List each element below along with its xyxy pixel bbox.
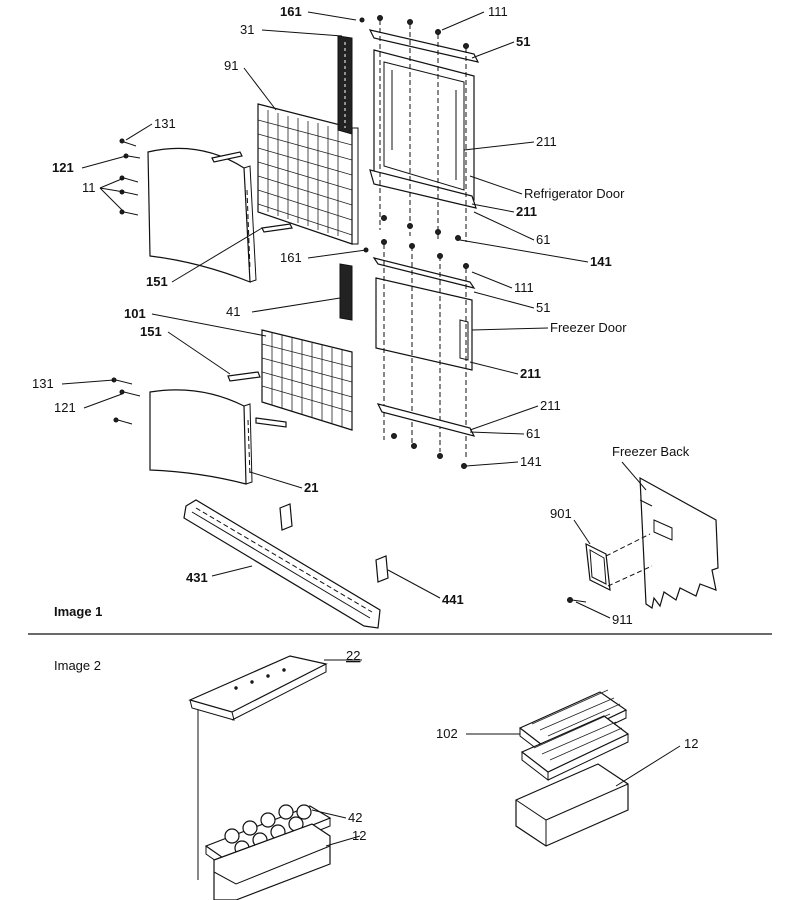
refrigerator-door-frame: [359, 15, 480, 242]
callout-901: 901: [550, 506, 572, 521]
egg-tray-and-bin: [204, 804, 332, 900]
callout-61-top: 61: [536, 232, 550, 247]
callout-141-mid: 141: [520, 454, 542, 469]
freezer-inner-liner: [261, 329, 353, 431]
toe-grille: [183, 499, 381, 629]
leader-lines: [61, 11, 681, 847]
freezer-back-label: Freezer Back: [612, 444, 690, 459]
callout-151-top: 151: [146, 274, 168, 289]
grille-brackets: [279, 503, 389, 583]
callout-111-top: 111: [488, 4, 508, 19]
screws-upper-left: [119, 138, 141, 216]
clip-151-lower: [227, 371, 287, 428]
callout-211-c: 211: [520, 366, 541, 381]
callout-61-mid: 61: [526, 426, 540, 441]
refrigerator-trim-strip: [337, 35, 353, 135]
callout-211-d: 211: [540, 398, 561, 413]
freezer-back-panel: [639, 476, 719, 609]
clip-151-upper: [211, 151, 293, 233]
screws-lower-left: [111, 377, 141, 425]
callout-12-right: 12: [684, 736, 698, 751]
callout-51-mid: 51: [536, 300, 550, 315]
callout-211-a: 211: [536, 134, 557, 149]
ice-trays-and-bin: [515, 689, 630, 847]
callout-42: 42: [348, 810, 362, 825]
callout-441: 441: [442, 592, 464, 607]
callout-911: 911: [612, 612, 633, 627]
freezer-trim-strip: [339, 263, 353, 321]
callout-131-top: 131: [154, 116, 176, 131]
callout-91: 91: [224, 58, 238, 73]
caption-image-2: Image 2: [54, 658, 101, 673]
callout-161-mid: 161: [280, 250, 302, 265]
shelf-22: [188, 655, 328, 880]
refrigerator-inner-liner: [257, 103, 359, 245]
callout-131-mid: 131: [32, 376, 54, 391]
callout-151-mid: 151: [140, 324, 162, 339]
refrigerator-door-label: Refrigerator Door: [524, 186, 625, 201]
freezer-door-label: Freezer Door: [550, 320, 627, 335]
caption-image-1: Image 1: [54, 604, 102, 619]
callout-22: 22: [346, 648, 360, 663]
callout-161-top: 161: [280, 4, 302, 19]
callout-21: 21: [304, 480, 318, 495]
callout-labels: 161 31 111 51 91 131 121 11 211 Refriger…: [32, 4, 698, 843]
callout-41: 41: [226, 304, 240, 319]
callout-31: 31: [240, 22, 254, 37]
freezer-door-frame: [363, 239, 476, 469]
callout-121-top: 121: [52, 160, 74, 175]
callout-12-left: 12: [352, 828, 366, 843]
callout-11: 11: [82, 180, 96, 195]
callout-211-b: 211: [516, 204, 537, 219]
callout-102: 102: [436, 726, 458, 741]
callout-101: 101: [124, 306, 146, 321]
callout-111-mid: 111: [514, 280, 534, 295]
callout-141-top: 141: [590, 254, 612, 269]
callout-51-top: 51: [516, 34, 530, 49]
freezer-door-panel: [149, 389, 253, 485]
callout-121-mid: 121: [54, 400, 76, 415]
refrigerator-door-panel: [147, 147, 257, 283]
freezer-back-part-901: [567, 533, 653, 603]
callout-431: 431: [186, 570, 208, 585]
